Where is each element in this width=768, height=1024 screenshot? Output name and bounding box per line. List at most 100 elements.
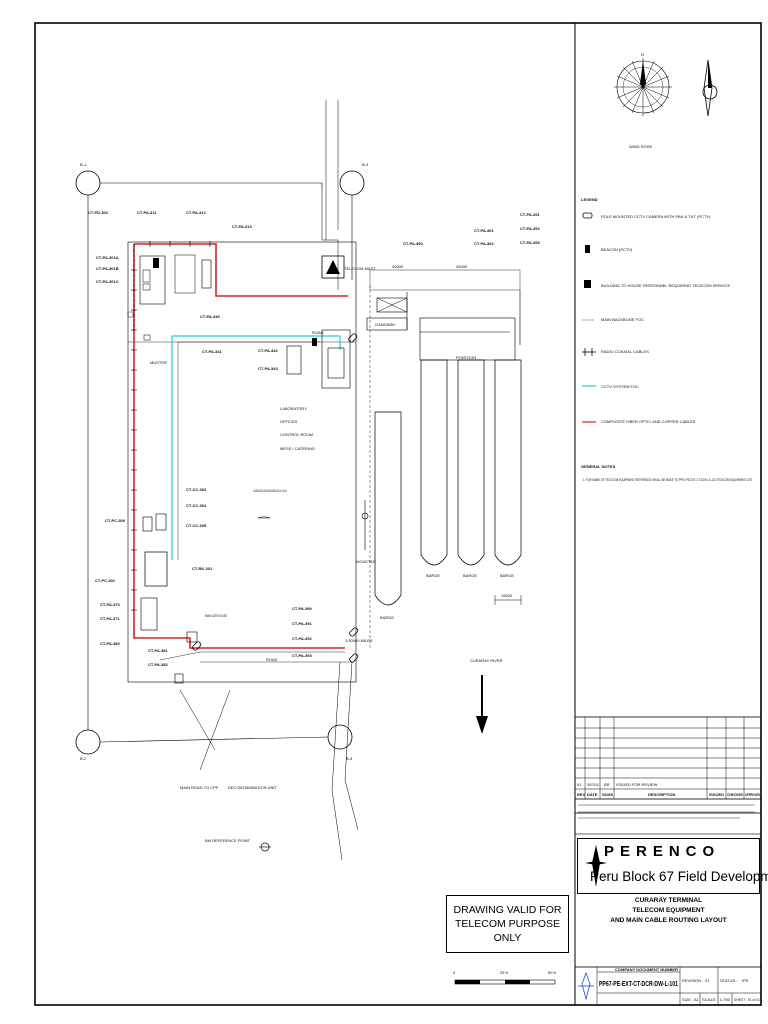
barge-width-label: 15000 <box>501 593 513 598</box>
camera-icon-south <box>349 627 359 637</box>
corner-nw <box>75 170 101 196</box>
rev-number: 01 <box>577 782 582 787</box>
perenco-logo-icon <box>585 845 607 887</box>
corner-label-ne: B-4 <box>362 162 369 167</box>
tag-ctpc300: CT-PC-300 <box>105 518 126 523</box>
corner-label-nw: B-1 <box>80 162 87 167</box>
cctv-cable <box>171 335 341 560</box>
dim-label-2: 45000 <box>456 264 468 269</box>
control-room-label: CONTROL ROOM <box>280 432 313 437</box>
tag-ctcc304: CT-CC-304 <box>186 503 207 508</box>
camera-icon <box>582 212 593 219</box>
legend: LEGEND POLE MOUNTED CCTV CAMERA WITH PAN… <box>581 197 730 424</box>
tag-ctpa371: CT-PA-371 <box>100 616 120 621</box>
legend-title: LEGEND <box>581 197 598 202</box>
tag-ctpa382: CT-PA-382 <box>148 662 168 667</box>
tag-ctrk301: CT-RK-301 <box>192 566 213 571</box>
legend-item-camera: POLE MOUNTED CCTV CAMERA WITH PAN & TILT… <box>601 214 711 219</box>
muster-label: MUSTER <box>150 360 167 365</box>
barge-label-3: BARGE <box>463 573 477 578</box>
legend-item-beacon: BEACON (PCTV) <box>601 247 633 252</box>
scale-mid: 25 ft <box>500 970 509 975</box>
title-line-3: AND MAIN CABLE ROUTING LAYOUT <box>610 917 727 924</box>
drawing-valid-banner: DRAWING VALID FOR TELECOM PURPOSE ONLY <box>446 895 569 953</box>
wind-rose-north: N <box>641 52 644 57</box>
col-by: ISSUED <box>602 792 613 797</box>
tag-ctpa361: CT-PA-361 <box>474 228 494 233</box>
tag-ctpa312: CT-PA-312 <box>186 210 206 215</box>
tag-ctcc305: CT-CC-305 <box>186 523 207 528</box>
revision-label: REVISION : <box>682 978 703 983</box>
wind-rose: N WIND ROSE <box>614 52 672 149</box>
north-arrow-icon <box>702 59 718 117</box>
main-road-label: MAIN ROAD TO CPF <box>180 785 219 790</box>
legend-item-building: BUILDING TO HOUSE PERSONNEL REQUIRING TE… <box>601 283 730 288</box>
pontoon-label: PONTOON <box>456 355 476 360</box>
main-gate-label: MAIN GATE HOUSE <box>205 613 227 618</box>
banner-line-2: TELECOM PURPOSE ONLY <box>454 918 561 944</box>
general-notes: GENERAL NOTES 1. FOR NAME OF TELECOM EQU… <box>581 464 753 482</box>
col-checked: CHECKED <box>727 792 743 797</box>
col-rev: REV <box>577 792 586 797</box>
banner-line-1: DRAWING VALID FOR <box>453 904 562 916</box>
scale-bar: 0 25 ft 50 ft <box>453 970 557 985</box>
bm-label: 1:50000 MILES <box>345 638 373 643</box>
tag-ctpa311: CT-PA-311 <box>137 210 157 215</box>
corner-ne <box>339 170 365 196</box>
wind-rose-label: WIND ROSE <box>629 144 652 149</box>
decontamination-label: DECONTAMINATION UNIT <box>228 785 278 790</box>
project-name: Peru Block 67 Field Development <box>590 869 768 884</box>
title-block: COMPANY DOCUMENT NUMBER PP67-PE-EXT-CT-D… <box>574 966 762 1006</box>
notes-item-1: 1. FOR NAME OF TELECOM EQUIPMENT REFEREN… <box>583 477 753 482</box>
camera-icon-north <box>348 333 358 343</box>
dim-label-1: 30000 <box>392 264 404 269</box>
col-date: DATE <box>587 792 598 797</box>
curaray-river-label: CURARAY RIVER <box>470 658 503 663</box>
tag-ctpa353: CT-PA-353 <box>520 240 540 245</box>
barge-label-1: BARGE <box>380 615 394 620</box>
tag-ctpa381: CT-PA-381 <box>148 648 168 653</box>
tag-ctpa301c: CT-PA-301C <box>96 279 119 284</box>
status-value: IFR <box>742 978 749 983</box>
building-icon <box>584 280 591 288</box>
scale-label: SCALE : 1:750 <box>702 997 731 1002</box>
tag-ctpa301b: CT-PA-301B <box>96 266 119 271</box>
beacon-icon <box>585 245 590 253</box>
telecom-mast-icon <box>326 260 340 274</box>
reference-point-label: BM REFERENCE POINT <box>205 838 251 843</box>
tag-ctpa370: CT-PA-370 <box>100 602 120 607</box>
river-flow-arrow-icon <box>476 716 488 734</box>
corner-se <box>327 724 353 750</box>
backbone-ticks <box>131 241 211 611</box>
corner-label-se: B-3 <box>346 756 353 761</box>
doc-number-label: COMPANY DOCUMENT NUMBER <box>615 967 678 972</box>
tag-ctpa352: CT-PA-352 <box>520 226 540 231</box>
col-description: DESCRIPTION <box>648 792 675 797</box>
tag-ctpa390: CT-PA-390 <box>292 606 312 611</box>
tag-ctpa360: CT-PA-360 <box>403 241 423 246</box>
jacketed-label: JACKETED <box>355 559 376 564</box>
title-line-1: CURARAY TERMINAL <box>634 897 703 904</box>
rev-description: ISSUED FOR REVIEW <box>616 782 658 787</box>
col-issued: ISSUED <box>709 792 724 797</box>
scale-zero: 0 <box>453 970 456 975</box>
corner-sw <box>75 729 101 755</box>
sheet-border <box>34 22 762 1006</box>
revision-row: 01 30/07/2011 BR ISSUED FOR REVIEW REV D… <box>577 782 760 797</box>
road-top-label: ROAD <box>312 330 324 335</box>
col-approved: APPROVED <box>745 792 760 797</box>
camera-icon-gate <box>349 653 359 663</box>
tag-ctpa313: CT-PA-313 <box>232 224 252 229</box>
scale-end: 50 ft <box>548 970 557 975</box>
site-plan: B-1 B-4 B-2 B-3 <box>75 100 540 861</box>
revision-table <box>574 716 762 814</box>
tag-ctpa362: CT-PA-362 <box>474 241 494 246</box>
composite-cable <box>133 243 348 649</box>
mess-label: MESS / CATERING <box>280 446 315 451</box>
offices-label: OFFICES <box>280 419 298 424</box>
notes-title: GENERAL NOTES <box>581 464 616 469</box>
disclaimer-text-lines <box>578 804 755 819</box>
tag-ctpa392: CT-PA-392 <box>292 636 312 641</box>
camera-icon-west <box>192 641 202 651</box>
telecom-mast-label: TELECOM MAST <box>344 266 376 271</box>
